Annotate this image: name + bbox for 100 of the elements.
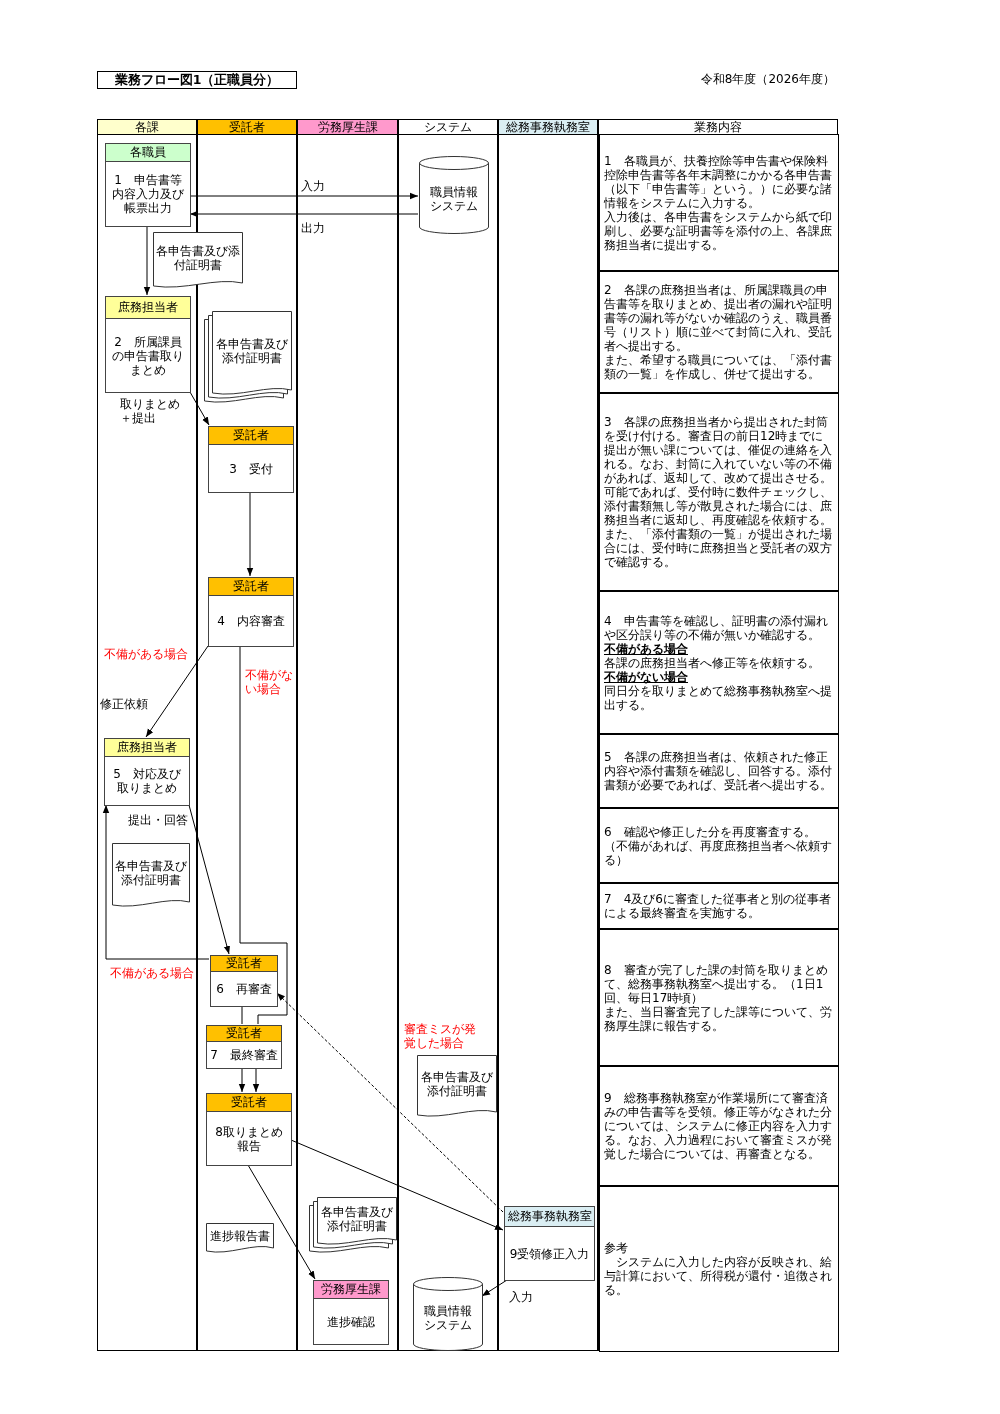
edge-label: 修正依頼: [100, 697, 148, 711]
process-box: [206, 1025, 282, 1069]
description-panel: [599, 271, 839, 393]
swimlane: [598, 119, 838, 1351]
description-text: 7 4及び6に審査した従事者と別の従事者による最終審査を実施する。: [604, 892, 832, 920]
document-label: 各申告書及び添付証明書: [155, 244, 241, 272]
process-box: [105, 143, 191, 227]
dashed-arrow: [276, 992, 504, 1213]
description-text: 9 総務事務執務室が作業場所にて審査済みの申告書等を受領。修正等がなされた分については、システムに修正内容を入力する。なお、入力過程において審査ミスが発覚した場合については、再審査となる。: [604, 1091, 833, 1161]
lane-header: 受託者: [198, 120, 296, 135]
document-label: 進捗報告書: [210, 1229, 270, 1243]
process-box: [208, 426, 294, 493]
document-label: 各申告書及び添付証明書: [420, 1070, 494, 1098]
description-text: また、「添付書類の一覧」が提出された場合には、受付時に庶務担当と受託者の双方で確認する。: [604, 527, 833, 569]
arrow: [247, 1164, 316, 1280]
process-box: [208, 577, 294, 647]
connector-line: [241, 1005, 243, 1025]
arrow: [252, 1067, 260, 1093]
role-header: 受託者: [209, 578, 293, 596]
arrow: [102, 804, 210, 960]
swimlane: [498, 119, 598, 1351]
description-panel: [599, 591, 839, 734]
description-panel: [599, 1186, 839, 1352]
description-text: 1 各職員が、扶養控除等申告書や保険料控除申告書等各年末調整にかかる各申告書（以下「申告書等」という。）に必要な諸情報をシステムに入力する。: [604, 153, 833, 210]
description-text: また、当日審査完了した課等について、労務厚生課に報告する。: [604, 1004, 833, 1033]
description-panel: [599, 1066, 839, 1186]
description-panel: [599, 883, 839, 929]
description-panel: [599, 393, 839, 591]
edge-label: 入力: [301, 179, 325, 193]
role-header: 各職員: [106, 144, 190, 162]
arrow: [189, 210, 419, 218]
step-label: 4 内容審査: [217, 614, 285, 628]
description-text: 参考: [604, 1241, 628, 1255]
condition-label: 不備がある場合: [104, 647, 188, 661]
arrow: [238, 1067, 246, 1093]
role-header: 受託者: [209, 427, 293, 445]
role-header: 庶務担当者: [106, 297, 190, 319]
edge-label: 取りまとめ＋提出: [120, 397, 182, 425]
role-header: 労務厚生課: [314, 1281, 388, 1299]
document-label: 各申告書及び添付証明書: [320, 1205, 394, 1233]
description-text: 6 確認や修正した分を再度審査する。（不備があれば、再度庶務担当者へ依頼する）: [604, 824, 833, 867]
step-label: 1 申告書等内容入力及び帳票出力: [111, 173, 185, 215]
description-text: 3 各課の庶務担当者から提出された封筒を受け付ける。審査日の前日12時までに提出が無い課については、催促の連絡を入れる。なお、封筒に入れていない等の不備があれば、返却して、改めて提出させる。: [604, 415, 833, 485]
database-label: 職員情報システム: [430, 185, 478, 213]
description-text: システムに入力した内容が反映され、給与計算において、所得税が還付・追徴される。: [604, 1255, 833, 1297]
description-text: 2 各課の庶務担当者は、所属課職員の申告書等を取りまとめ、提出者の漏れや証明書等の漏れ等がないか確認のうえ、職員番号（リスト）順に並べて封筒に入れ、受託者へ提出する。: [604, 283, 833, 353]
edge-label: 入力: [509, 1290, 533, 1304]
document-label: 各申告書及び添付証明書: [114, 859, 188, 887]
step-label: 8取りまとめ報告: [214, 1124, 284, 1153]
description-text: 8 審査が完了した課の封筒を取りまとめて、総務事務執務室へ提出する。（1日1回、毎日17時頃）: [604, 962, 829, 1005]
role-header: 庶務担当者: [105, 739, 189, 757]
description-text: 同日分を取りまとめて総務事務執務室へ提出する。: [604, 683, 833, 712]
document-label: 各申告書及び添付証明書: [215, 337, 289, 365]
arrow: [189, 192, 419, 200]
swimlane: [297, 119, 398, 1351]
step-label: 2 所属課員の申告書取りまとめ: [111, 334, 185, 377]
role-header: 受託者: [207, 1026, 281, 1042]
step-label: 5 対応及び取りまとめ: [112, 767, 182, 795]
process-box: [206, 1093, 292, 1166]
description-text: 5 各課の庶務担当者は、依頼された修正内容や添付書類を確認し、回答する。添付書類が必要であれば、受託者へ提出する。: [604, 750, 833, 792]
role-header: 受託者: [211, 956, 277, 972]
arrow: [145, 645, 209, 738]
step-label: 3 受付: [229, 461, 273, 476]
step-label: 進捗確認: [327, 1314, 375, 1329]
step-label: 7 最終審査: [210, 1048, 278, 1062]
edge-label: 不備がない場合: [245, 668, 294, 696]
description-text: また、希望する職員については、「添付書類の一覧」を作成し、併せて提出する。: [604, 353, 833, 381]
description-panel: [599, 929, 839, 1066]
edge-label: 審査ミスが発覚した場合: [404, 1022, 478, 1050]
role-header: 総務事務執務室: [505, 1207, 594, 1227]
step-label: 6 再審査: [216, 982, 272, 996]
process-box: [105, 296, 191, 393]
edge-label: 出力: [301, 221, 325, 235]
arrow: [290, 1139, 504, 1231]
condition-heading: 不備がない場合: [604, 669, 688, 684]
swimlane: [398, 119, 498, 1351]
process-box: [313, 1280, 389, 1345]
description-panel: [599, 134, 839, 271]
description-panel: [599, 808, 839, 883]
role-header: 受託者: [207, 1094, 291, 1112]
description-text: 4 申告書等を確認し、証明書の添付漏れや区分誤り等の不備が無いか確認する。: [604, 613, 829, 642]
lane-header: システム: [399, 120, 497, 135]
connector-line: [239, 645, 288, 1025]
lane-header: 労務厚生課: [298, 120, 397, 135]
arrow: [188, 804, 230, 955]
description-text: 各課の庶務担当者へ修正等を依頼する。: [604, 655, 820, 670]
condition-heading: 不備がある場合: [604, 641, 688, 656]
lane-header: 総務事務執務室: [499, 120, 597, 135]
arrow: [481, 1279, 508, 1297]
step-label: 9受領修正入力: [509, 1246, 590, 1261]
arrow: [246, 491, 254, 577]
arrow: [143, 225, 151, 296]
edge-label: 不備がある場合: [110, 966, 194, 980]
edge-label: 提出・回答: [128, 813, 188, 827]
process-box: [104, 738, 190, 806]
database-label: 職員情報システム: [424, 1304, 472, 1332]
process-box: [504, 1206, 595, 1281]
process-box: [210, 955, 278, 1007]
description-panel: [599, 734, 839, 808]
description-text: 可能であれば、受付時に数件チェックし、添付書類無し等が散見された場合には、庶務担当者に返却し、再度確認を依頼する。: [604, 485, 833, 527]
